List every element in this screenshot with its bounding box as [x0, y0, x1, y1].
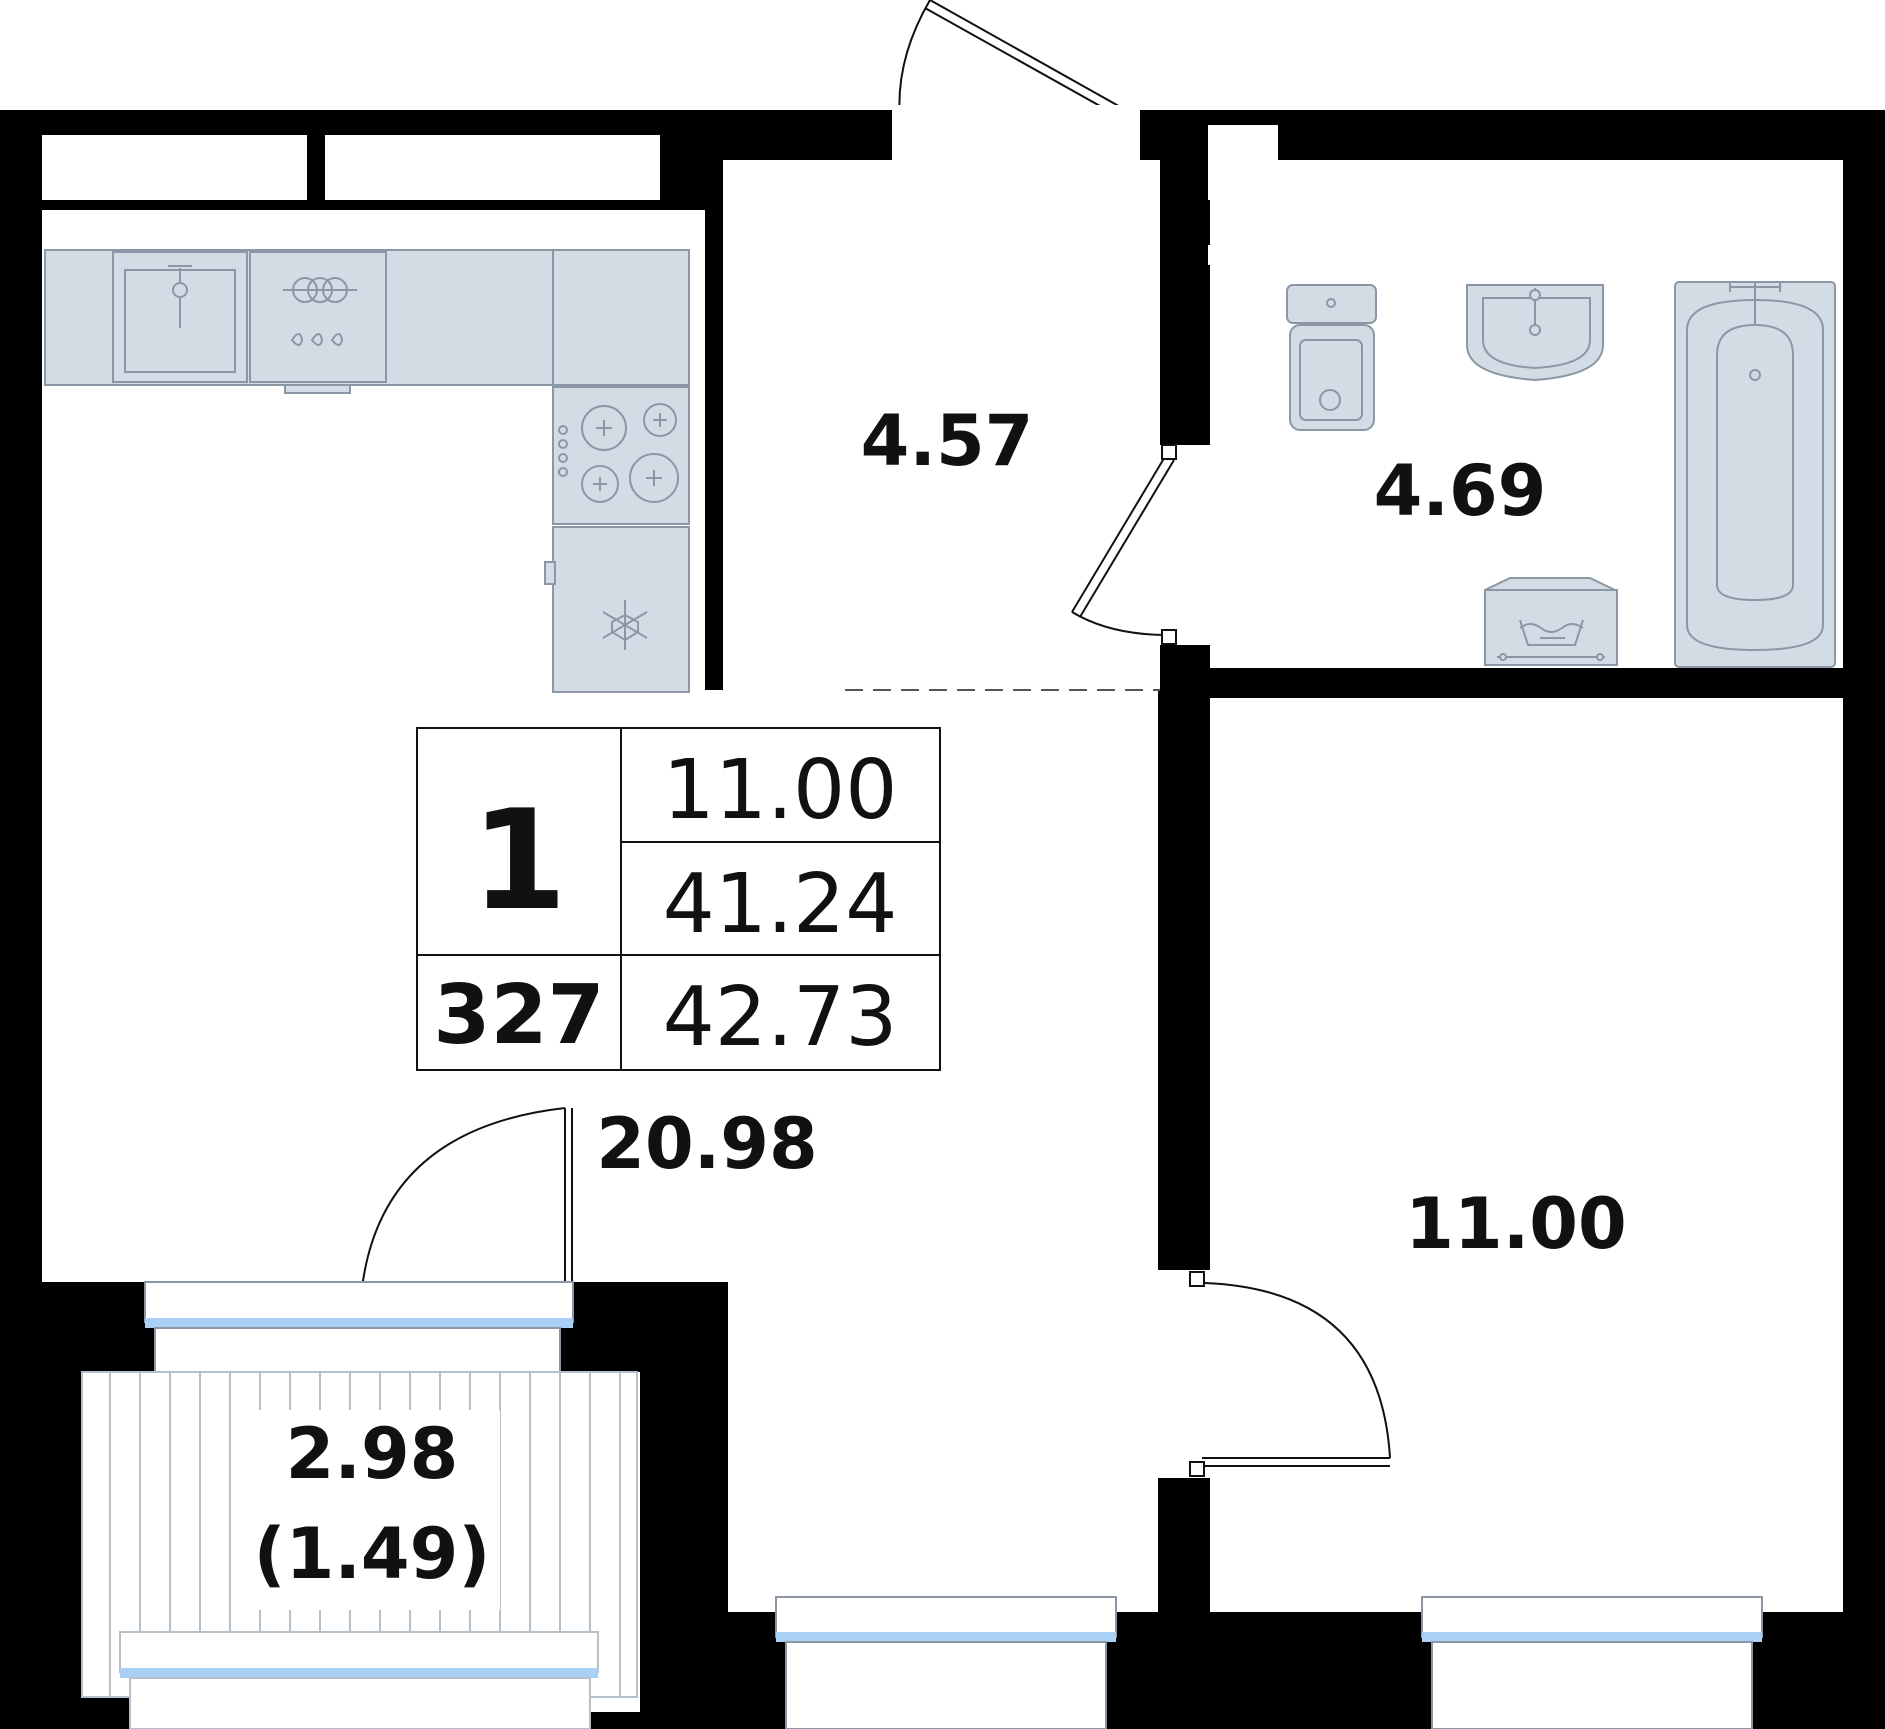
- wall-bath-bottom: [1160, 668, 1843, 698]
- wall-hall-left-pillar: [660, 110, 710, 165]
- wall-balcony-right: [640, 1282, 728, 1729]
- entrance-jamb-right: [1140, 110, 1160, 160]
- bedroom-area-label: 11.00: [1405, 1183, 1626, 1265]
- wall-right: [1843, 110, 1885, 1729]
- snowflake-icon: [544, 561, 648, 650]
- total-with-balcony-value: 42.73: [663, 970, 898, 1065]
- bathtub-icon: [1674, 281, 1836, 668]
- bathroom-area-label: 4.69: [1374, 450, 1547, 532]
- balcony-door: [359, 1107, 573, 1311]
- apartment-number: 327: [433, 968, 604, 1063]
- washbasin-icon: [1466, 284, 1604, 382]
- balcony-reduced-area-label: (1.49): [254, 1513, 491, 1595]
- toilet-icon: [1286, 284, 1377, 431]
- wall-hall-left: [705, 160, 723, 690]
- entrance-gap: [890, 105, 1140, 165]
- washing-machine-icon: [1484, 577, 1618, 666]
- floor-bedroom: [1210, 698, 1843, 1612]
- balcony-text-backdrop: [250, 1410, 500, 1610]
- balcony-area-label: 2.98: [286, 1413, 459, 1495]
- floor-hallway: [723, 160, 1160, 690]
- summary-table: [416, 727, 941, 1071]
- entrance-jamb-left: [870, 110, 892, 160]
- floor-living-bottom: [728, 1282, 1158, 1612]
- windows: [144, 1281, 1763, 1729]
- bedroom-door: [1155, 1270, 1391, 1478]
- wall-bedroom-left-upper: [1158, 650, 1210, 1270]
- stove-icon: [558, 403, 679, 503]
- bathroom-door: [1071, 444, 1177, 645]
- hallway-area-label: 4.57: [861, 400, 1034, 482]
- rooms-count: 1: [471, 780, 567, 941]
- total-area-value: 41.24: [663, 857, 898, 952]
- sink-icon: [112, 251, 248, 383]
- kitchen-living-area-label: 20.98: [596, 1103, 817, 1185]
- wall-bath-inner: [1160, 110, 1208, 440]
- living-area-value: 11.00: [663, 743, 898, 838]
- top-window-reveals: [42, 125, 1838, 265]
- dishwasher-icon: [249, 251, 387, 394]
